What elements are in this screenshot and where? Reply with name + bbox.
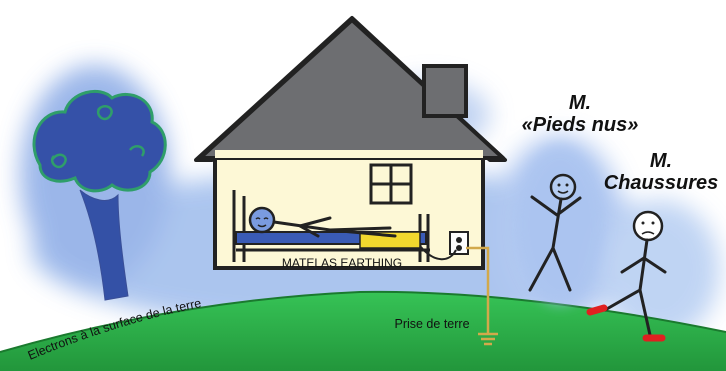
shoes-man-label-line2: Chaussures bbox=[603, 172, 719, 194]
house-eave-inner bbox=[215, 150, 483, 158]
shoes-man-label-line1: M. bbox=[649, 150, 673, 172]
house-window bbox=[369, 163, 413, 205]
tree-crown bbox=[32, 89, 167, 193]
ground-rod-symbol bbox=[478, 332, 498, 346]
barefoot-man-label-line1: M. bbox=[568, 92, 592, 114]
tree bbox=[32, 89, 167, 301]
shoe-left bbox=[586, 304, 608, 316]
chimney bbox=[422, 64, 468, 118]
prise-de-terre-label: Prise de terre bbox=[394, 317, 469, 331]
matelas-label: MATELAS EARTHING bbox=[282, 256, 402, 270]
barefoot-man-label-line2: «Pieds nus» bbox=[521, 114, 639, 136]
sleeping-person bbox=[248, 206, 397, 238]
house bbox=[194, 16, 507, 270]
tree-squiggle bbox=[50, 105, 145, 169]
mattress-earthing-pad bbox=[359, 231, 421, 249]
bed-frame bbox=[232, 190, 430, 262]
mattress-cable bbox=[419, 245, 457, 261]
tree-trunk bbox=[79, 189, 129, 301]
ground-wire bbox=[466, 246, 490, 334]
shoes-man bbox=[586, 210, 667, 342]
shoes-man-label: M. Chaussures bbox=[598, 150, 724, 194]
wall-outlet bbox=[449, 231, 469, 255]
barefoot-man-label: M. «Pieds nus» bbox=[505, 92, 655, 136]
barefoot-man bbox=[515, 145, 605, 305]
